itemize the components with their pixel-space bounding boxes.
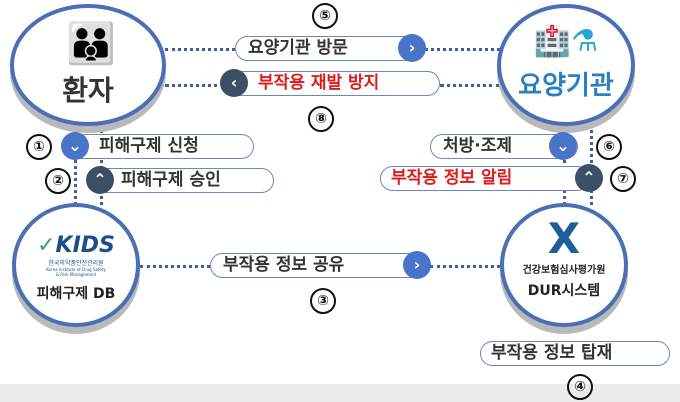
kids-node: ✓KIDS 한국의약품안전관리원 Korea Institute of Drug…	[12, 203, 140, 327]
connector	[74, 125, 77, 205]
step-1-pill: 피해구제 신청	[62, 134, 254, 159]
patient-label: 환자	[62, 74, 114, 107]
step-5-pill: 요양기관 방문	[235, 36, 425, 61]
step-5-number: ⑤	[312, 3, 338, 29]
kids-logo: ✓KIDS	[37, 233, 115, 258]
patient-node: 👪 환자	[10, 4, 166, 126]
kids-org-en: Korea Institute of Drug Safety & Risk Ma…	[46, 267, 106, 277]
chevron-left-icon: ‹	[220, 69, 248, 97]
chevron-right-icon: ›	[398, 34, 426, 62]
step-7-number: ⑦	[610, 166, 636, 192]
step-2-pill: 피해구제 승인	[88, 168, 274, 193]
connector	[425, 48, 500, 51]
chevron-up-icon: ⌃	[575, 164, 603, 192]
mortar-icon: ⚗	[571, 24, 599, 59]
connector	[563, 125, 566, 205]
chevron-right-icon: ›	[403, 251, 431, 279]
dur-node: X 건강보험심사평가원 DUR시스템	[500, 203, 628, 327]
step-2-number: ②	[45, 168, 71, 194]
dur-label: DUR시스템	[527, 283, 601, 299]
connector	[165, 48, 235, 51]
step-4-pill: 부작용 정보 탑재	[480, 341, 670, 366]
step-3-number: ③	[310, 288, 336, 314]
hospital-label: 요양기관	[518, 71, 614, 101]
step-3-pill: 부작용 정보 공유	[210, 253, 430, 278]
kids-label: 피해구제 DB	[36, 286, 116, 302]
kids-org: 한국의약품안전관리원	[48, 260, 104, 267]
hospital-icon: 🏥⚗	[533, 24, 599, 59]
connector	[100, 125, 103, 205]
family-icon: 👪	[66, 21, 116, 67]
hospital-node: 🏥⚗ 요양기관	[497, 4, 635, 126]
connector	[140, 265, 210, 268]
connector	[440, 84, 500, 87]
chevron-down-icon: ⌄	[61, 132, 89, 160]
connector	[430, 265, 500, 268]
step-6-number: ⑥	[596, 134, 622, 160]
chevron-down-icon: ⌄	[549, 132, 577, 160]
connector	[165, 84, 225, 87]
step-8-number: ⑧	[308, 106, 334, 132]
step-8-pill: 부작용 재발 방지	[225, 71, 440, 96]
step-1-number: ①	[26, 134, 52, 160]
step-4-number: ④	[567, 374, 593, 400]
dur-org: 건강보험심사평가원	[522, 265, 606, 276]
chevron-up-icon: ⌃	[86, 166, 114, 194]
footer-band	[0, 384, 680, 402]
dna-logo-icon: X	[547, 214, 581, 263]
step-7-pill: 부작용 정보 알림	[380, 166, 590, 191]
